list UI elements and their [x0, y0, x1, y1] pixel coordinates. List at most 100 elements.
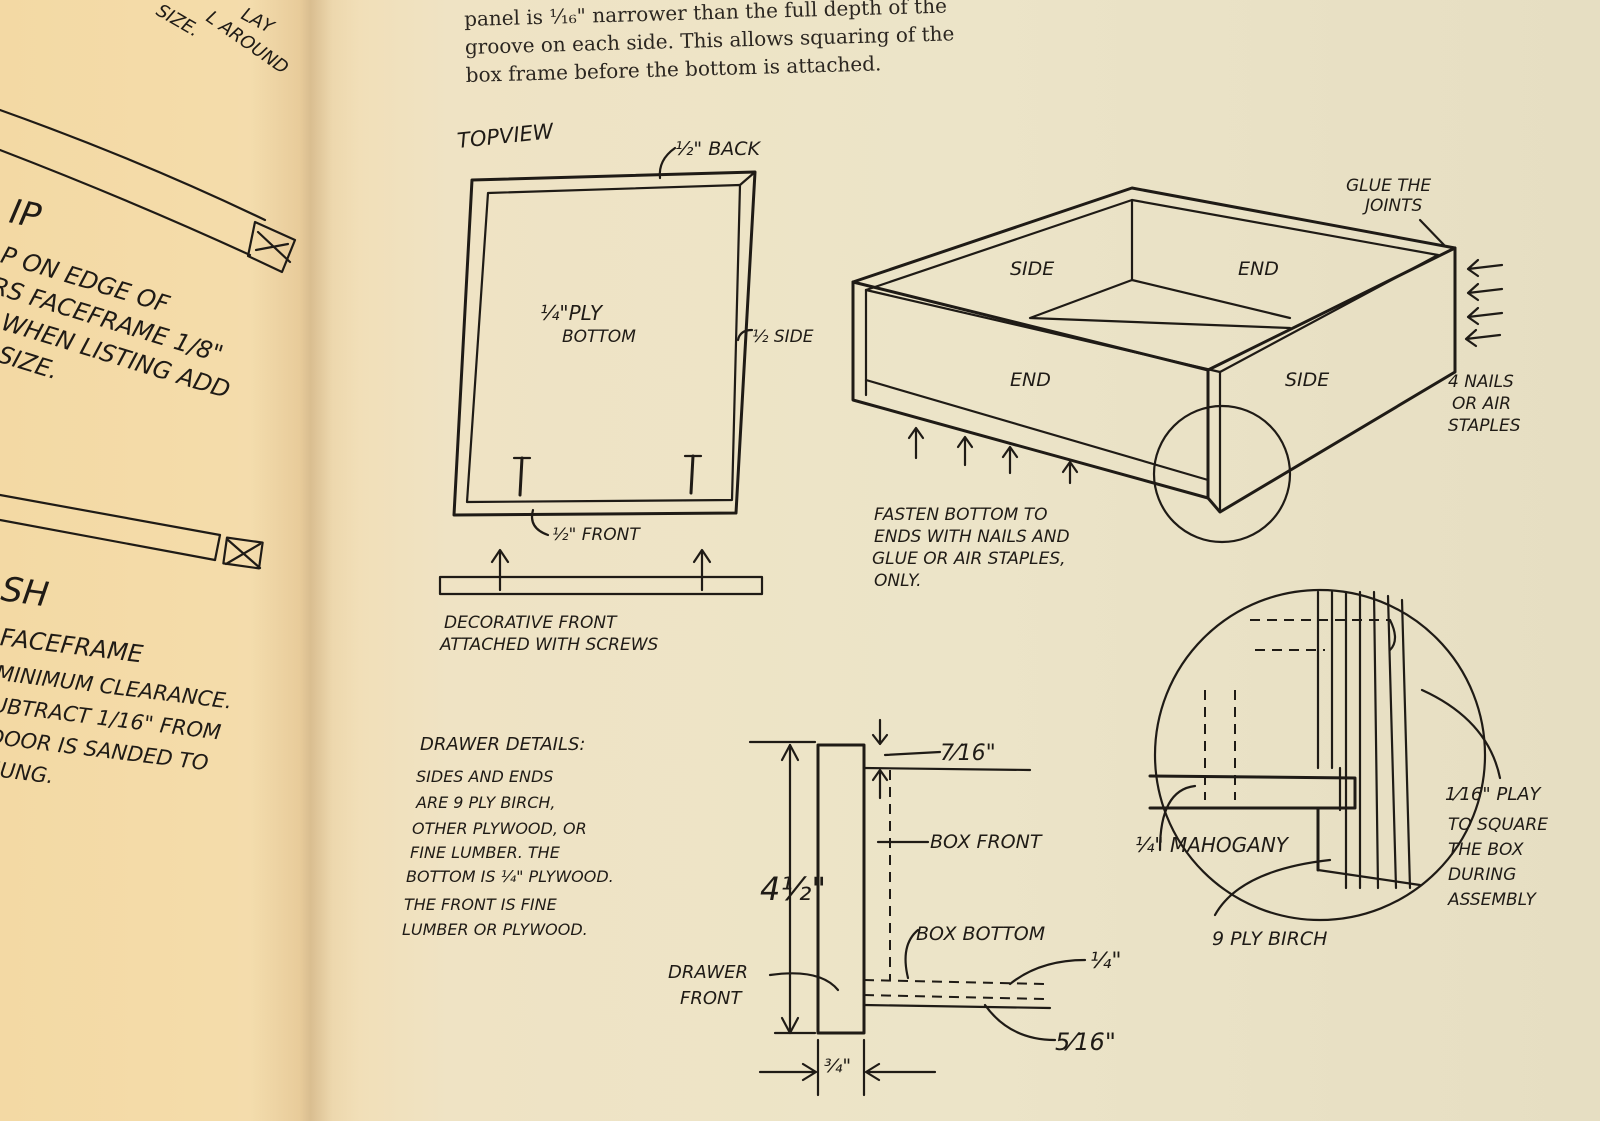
- drawer-details-line: OTHER PLYWOOD, OR: [412, 819, 587, 838]
- prose-paragraph: panel is ¹⁄₁₆" narrower than the full de…: [464, 0, 955, 87]
- left-heading-2: SH: [0, 569, 51, 615]
- left-heading-1: IP: [6, 192, 45, 238]
- drawer-details-line: BOTTOM IS ¼" PLYWOOD.: [406, 867, 614, 886]
- drawer-details-heading: DRAWER DETAILS:: [420, 734, 585, 755]
- drawer-details-line: SIDES AND ENDS: [416, 767, 553, 786]
- strip-2-profile-cross-b: [224, 542, 262, 566]
- bottom-label-1: ¼"PLY: [540, 301, 604, 325]
- drawer-details-line: FINE LUMBER. THE: [410, 843, 561, 862]
- box-side-inner-top: [1218, 253, 1440, 374]
- mahogany-bottom: [1148, 774, 1357, 810]
- box-bottom-edge: [864, 378, 1210, 482]
- decorative-front-board: [438, 575, 764, 596]
- bottom-dashed-line-1: [863, 979, 1046, 985]
- play-leader: [1420, 688, 1502, 780]
- arrow-left: [1466, 258, 1504, 278]
- strip-2-end: [213, 533, 222, 562]
- arrow-up: [956, 435, 974, 467]
- play-label-4: DURING: [1448, 865, 1516, 885]
- drawer-details-line: ARE 9 PLY BIRCH,: [415, 793, 556, 812]
- bottom-up-arrows: [907, 426, 1079, 485]
- ply-line: [1386, 594, 1398, 890]
- left-block-2-line: FACEFRAME: [0, 623, 145, 668]
- frame-corner: [738, 170, 757, 187]
- screw-right: [689, 454, 695, 495]
- top-view-inner-frame: [465, 183, 742, 504]
- dim-width-label: ¾": [824, 1055, 851, 1077]
- side-label: ½ SIDE: [752, 327, 814, 347]
- molding-strip-top: [0, 108, 267, 222]
- left-page: LAY L AROUND SIZE. IP P ON EDGE OF RS FA…: [0, 0, 297, 788]
- nails-label-2: OR AIR: [1452, 394, 1511, 414]
- fasten-line-1: FASTEN BOTTOM TO: [874, 505, 1047, 525]
- joint-detail-drawing: ¼" MAHOGANY 1⁄16" PLAY TO SQUARE THE BOX…: [1135, 588, 1548, 950]
- glue-label-2: JOINTS: [1362, 196, 1423, 216]
- molding-profile-1: [246, 220, 297, 274]
- nails-label-3: STAPLES: [1448, 416, 1521, 436]
- ply-line: [1400, 598, 1412, 890]
- arrow-up: [907, 426, 925, 460]
- drawer-front-board: [816, 743, 866, 1035]
- arrow-up: [1001, 445, 1019, 475]
- birch-leader: [1213, 858, 1332, 917]
- box-side-panel: [1206, 246, 1457, 514]
- box-front-top-line: [862, 766, 1032, 772]
- dim-height-arrow-top: [780, 743, 800, 762]
- play-label-2: TO SQUARE: [1448, 815, 1548, 835]
- glue-leader: [1418, 218, 1447, 248]
- label-side-back: SIDE: [1010, 258, 1054, 280]
- front-label: ½" FRONT: [552, 525, 641, 545]
- play-label-1: 1⁄16" PLAY: [1445, 784, 1543, 805]
- play-label-5: ASSEMBLY: [1447, 890, 1538, 910]
- box-isometric-drawing: SIDE END END SIDE GLUE THE JOINTS 4 NAIL…: [851, 176, 1521, 591]
- arrow-up: [1061, 460, 1079, 485]
- detail-circle-large: [1153, 588, 1487, 922]
- page-gutter: [250, 0, 360, 1121]
- drawer-front-label-2: FRONT: [680, 988, 743, 1009]
- glue-label-1: GLUE THE: [1346, 176, 1431, 196]
- dim-width-arrow-left: [758, 1062, 818, 1082]
- dim-top-arrow-down: [871, 718, 889, 746]
- label-end-front: END: [1010, 369, 1051, 391]
- strip-2-top: [0, 493, 222, 537]
- ply-bottom-edge: [1316, 868, 1422, 887]
- caption-line-1: DECORATIVE FRONT: [444, 613, 618, 633]
- top-view-outer-frame: [452, 170, 757, 517]
- arrow-up-left-head: [490, 548, 510, 564]
- fasten-line-3: GLUE OR AIR STAPLES,: [872, 549, 1066, 569]
- box-floor-lines: [1028, 278, 1292, 330]
- front-leader: [530, 508, 550, 537]
- drawer-details-notes: DRAWER DETAILS: SIDES AND ENDS ARE 9 PLY…: [402, 734, 614, 939]
- section-view-drawing: 4½" 7⁄16" BOX FRONT BOX BOTTOM ¼" 5⁄16" …: [668, 718, 1121, 1097]
- fasten-line-4: ONLY.: [874, 571, 922, 591]
- box-front-label: BOX FRONT: [930, 831, 1043, 853]
- bottom-solid-line: [862, 1003, 1052, 1010]
- nails-label-1: 4 NAILS: [1448, 372, 1514, 392]
- left-block-2-line: HUNG.: [0, 756, 55, 788]
- left-block-2: FACEFRAME MINIMUM CLEARANCE. UBTRACT 1/1…: [0, 623, 233, 788]
- top-view-back-label: ½" BACK: [675, 138, 761, 160]
- box-front-end-top-inner: [864, 288, 1222, 374]
- mahogany-leader: [1158, 784, 1197, 852]
- strip-2-bottom: [0, 518, 217, 562]
- play-label-3: THE BOX: [1448, 840, 1524, 860]
- birch-plies: [1316, 590, 1422, 890]
- arrow-left: [1466, 282, 1504, 302]
- box-floor-line-2: [1130, 278, 1292, 320]
- drawer-details-line: LUMBER OR PLYWOOD.: [402, 920, 588, 939]
- molding-profile-1-cross-b: [254, 242, 290, 252]
- dim-height-label: 4½": [760, 870, 826, 908]
- top-view-title: TOPVIEW: [456, 119, 556, 153]
- dim-top-arrow-up: [871, 768, 889, 800]
- dim-top-label: 7⁄16": [940, 741, 996, 766]
- dim-quarter-label: ¼": [1090, 949, 1121, 974]
- drawer-front-label-1: DRAWER: [668, 962, 748, 983]
- drawer-front-leader: [768, 972, 840, 992]
- detail-dashed-curve: [1388, 618, 1397, 652]
- bottom-label-2: BOTTOM: [562, 327, 636, 347]
- dim-width-arrow-right: [864, 1062, 937, 1082]
- dim-five16-leader: [983, 1003, 1057, 1042]
- arrow-up-right-head: [692, 548, 712, 564]
